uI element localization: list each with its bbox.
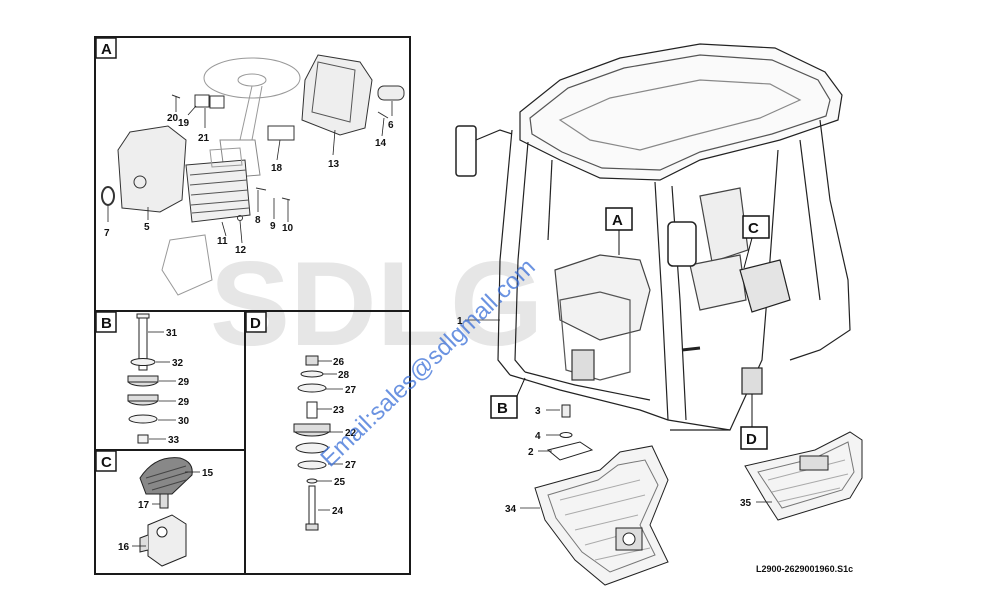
part-label-27b: 27 — [345, 460, 357, 471]
bracket-drawing — [546, 404, 594, 461]
part-label-33: 33 — [168, 435, 180, 446]
part-label-7: 7 — [104, 228, 110, 239]
panel-c-tag: C — [95, 450, 117, 472]
part-label-19: 19 — [178, 118, 190, 129]
floor-mat-35 — [744, 431, 863, 521]
part-label-16: 16 — [118, 542, 130, 553]
svg-text:B: B — [101, 315, 112, 332]
part-label-8: 8 — [255, 215, 261, 226]
part-label-15: 15 — [202, 468, 214, 479]
part-label-9: 9 — [270, 221, 276, 232]
part-label-22: 22 — [345, 428, 357, 439]
part-label-12: 12 — [235, 245, 247, 256]
part-label-24: 24 — [332, 506, 344, 517]
part-label-2: 2 — [528, 447, 534, 458]
part-label-17: 17 — [138, 500, 150, 511]
panel-c-labels: 15 17 16 — [118, 468, 214, 553]
part-label-4: 4 — [535, 431, 541, 442]
part-label-6: 6 — [388, 120, 394, 131]
panel-frames — [94, 36, 411, 575]
svg-text:D: D — [250, 315, 261, 332]
part-label-32: 32 — [172, 358, 184, 369]
callout-b: B — [490, 377, 526, 419]
panel-d-tag: D — [245, 311, 267, 333]
panel-d-leaders — [317, 360, 343, 511]
floor-mat-34 — [534, 445, 669, 586]
part-label-29a: 29 — [178, 377, 190, 388]
part-label-3: 3 — [535, 406, 541, 417]
bracket-leaders — [538, 409, 560, 452]
part-label-25: 25 — [334, 477, 346, 488]
panel-a-tag: A — [95, 37, 117, 59]
panel-d-labels: 26 28 27 23 22 27 25 24 — [332, 357, 357, 517]
callout-d: D — [740, 394, 768, 450]
part-label-27a: 27 — [345, 385, 357, 396]
part-label-30: 30 — [178, 416, 190, 427]
panel-b-leaders — [148, 331, 176, 440]
part-label-10: 10 — [282, 223, 294, 234]
svg-text:A: A — [612, 212, 623, 229]
svg-text:A: A — [101, 41, 112, 58]
panel-b-tag: B — [95, 311, 117, 333]
pedal-c-drawing — [139, 457, 193, 567]
svg-text:D: D — [746, 431, 757, 448]
part-label-26: 26 — [333, 357, 345, 368]
panel-b-labels: 31 32 29 29 30 33 — [166, 328, 190, 446]
part-label-20: 20 — [167, 113, 179, 124]
mount-stack-d-drawing — [293, 355, 331, 531]
svg-text:C: C — [748, 220, 759, 237]
panels-outer-frame — [94, 36, 411, 575]
steering-console-drawing — [101, 54, 405, 296]
drawing-code: L2900-2629001960.S1c — [756, 564, 853, 574]
panel-a-labels: 20 19 21 18 13 14 6 7 5 11 12 8 9 10 — [104, 113, 394, 256]
svg-text:B: B — [497, 400, 508, 417]
part-label-29b: 29 — [178, 397, 190, 408]
part-label-35: 35 — [740, 498, 752, 509]
part-label-28: 28 — [338, 370, 350, 381]
callout-a: A — [605, 207, 633, 255]
part-label-5: 5 — [144, 222, 150, 233]
callout-c: C — [742, 215, 770, 269]
cab-drawing — [455, 43, 851, 431]
mount-stack-b-drawing — [127, 313, 159, 444]
part-label-1: 1 — [457, 316, 463, 327]
part-label-23: 23 — [333, 405, 345, 416]
part-label-11: 11 — [217, 236, 228, 247]
watermark-logo: SDLG — [210, 237, 543, 371]
part-label-31: 31 — [166, 328, 178, 339]
part-label-13: 13 — [328, 159, 340, 170]
part-label-18: 18 — [271, 163, 283, 174]
panel-a-leaders — [107, 96, 393, 244]
part-label-34: 34 — [505, 504, 517, 515]
svg-text:C: C — [101, 454, 112, 471]
part-label-21: 21 — [198, 133, 210, 144]
part-label-14: 14 — [375, 138, 387, 149]
panel-c-leaders — [132, 471, 200, 547]
